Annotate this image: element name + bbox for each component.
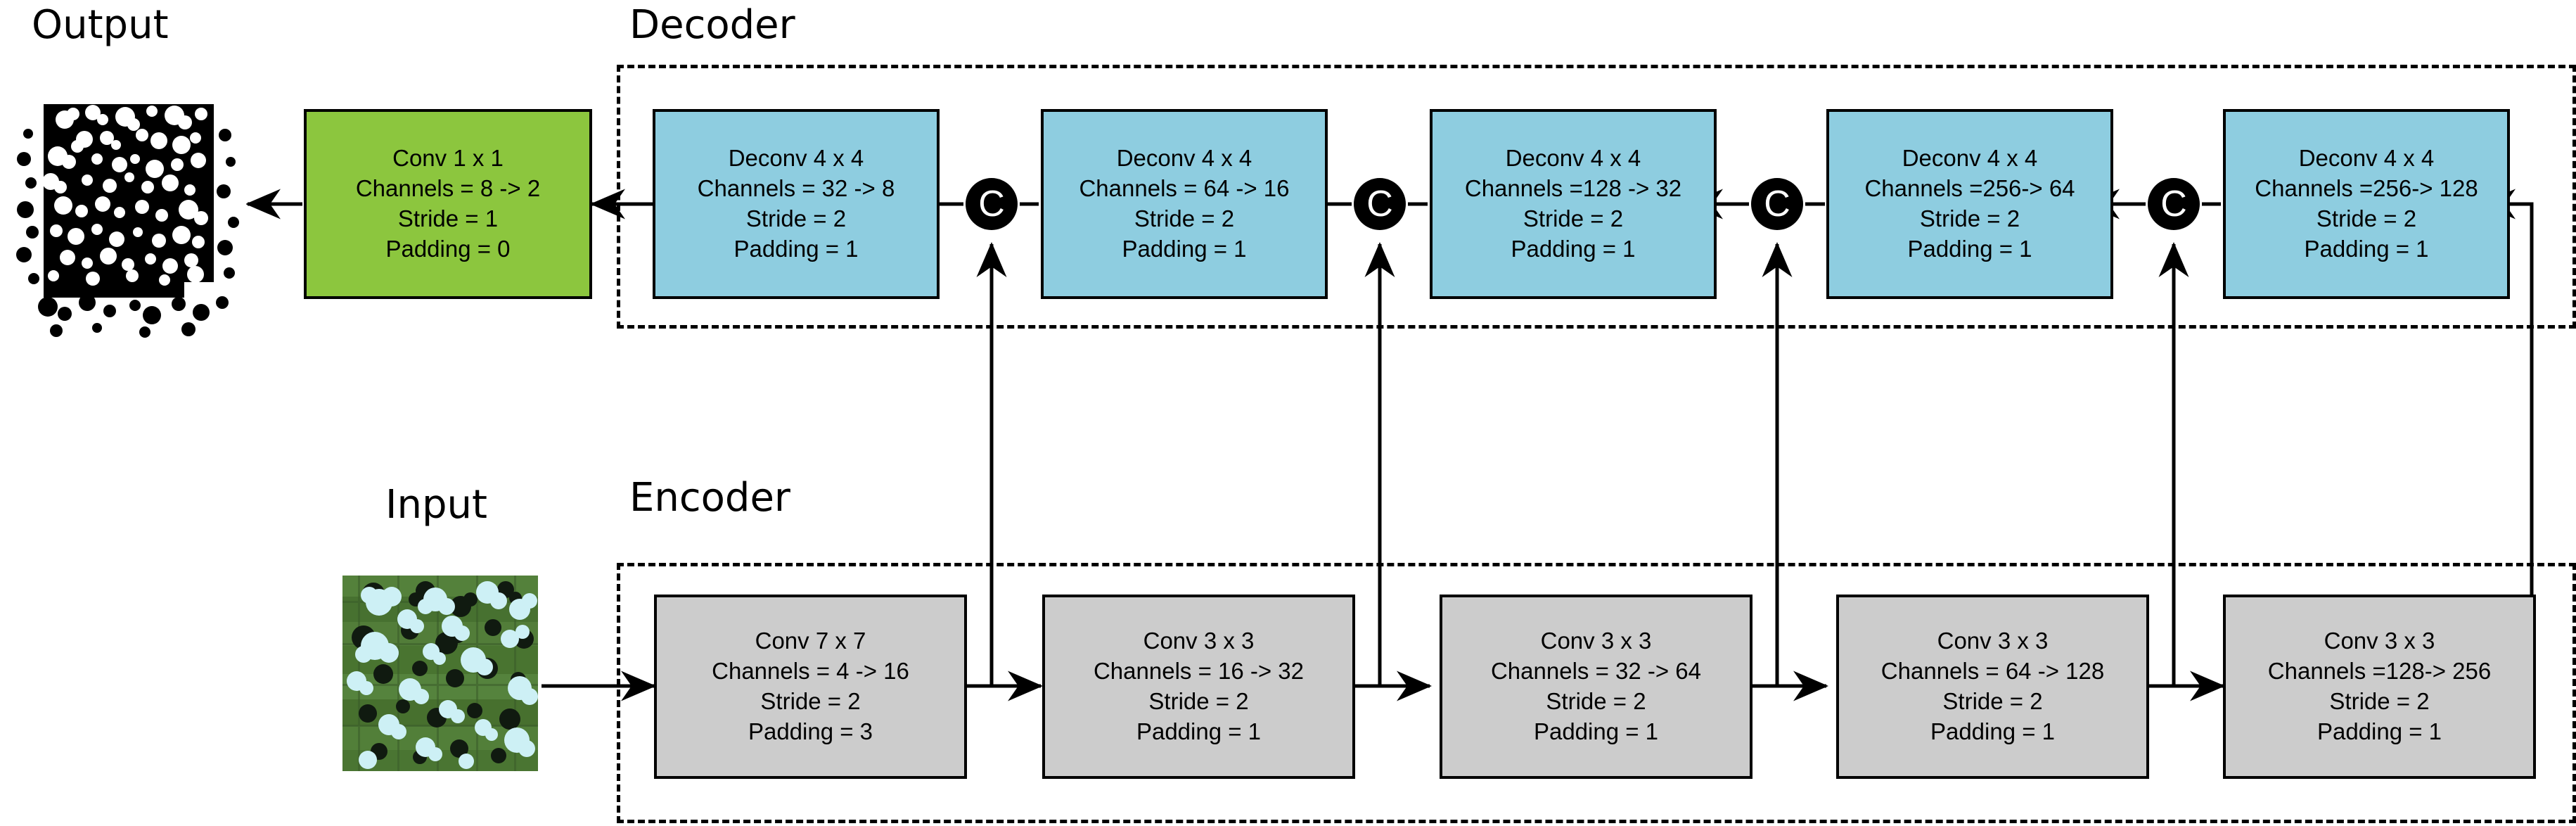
encoder-block-2[interactable]: Conv 3 x 3 Channels = 16 -> 32 Stride = … bbox=[1042, 595, 1355, 779]
decoder-block-2-padding: Padding = 1 bbox=[1122, 235, 1247, 262]
decoder-block-2-stride: Stride = 2 bbox=[1134, 205, 1235, 231]
decoder-block-5-channels: Channels =256-> 128 bbox=[2255, 175, 2478, 202]
encoder-block-1-op: Conv 7 x 7 bbox=[755, 628, 866, 654]
encoder-block-2-channels: Channels = 16 -> 32 bbox=[1093, 658, 1305, 685]
decoder-block-5-op: Deconv 4 x 4 bbox=[2298, 145, 2435, 172]
concat-node-4-symbol: C bbox=[2160, 184, 2187, 224]
encoder-block-1[interactable]: Conv 7 x 7 Channels = 4 -> 16 Stride = 2… bbox=[654, 595, 967, 779]
encoder-block-4-stride: Stride = 2 bbox=[1942, 688, 2043, 714]
conv-head-block[interactable]: Conv 1 x 1 Channels = 8 -> 2 Stride = 1 … bbox=[304, 109, 592, 299]
input-satellite-thumbnail bbox=[342, 576, 538, 771]
decoder-block-5[interactable]: Deconv 4 x 4 Channels =256-> 128 Stride … bbox=[2223, 109, 2510, 299]
encoder-block-5-stride: Stride = 2 bbox=[2329, 688, 2430, 714]
encoder-group-boundary bbox=[617, 563, 2576, 823]
encoder-block-5[interactable]: Conv 3 x 3 Channels =128-> 256 Stride = … bbox=[2223, 595, 2536, 779]
encoder-label: Encoder bbox=[629, 475, 790, 521]
decoder-group-right-edge bbox=[2532, 65, 2576, 329]
encoder-block-3-padding: Padding = 1 bbox=[1533, 718, 1659, 744]
encoder-block-1-channels: Channels = 4 -> 16 bbox=[712, 658, 909, 685]
encoder-block-1-padding: Padding = 3 bbox=[748, 718, 873, 744]
decoder-block-4-stride: Stride = 2 bbox=[1919, 205, 2020, 231]
decoder-block-3-channels: Channels =128 -> 32 bbox=[1464, 175, 1682, 202]
decoder-block-2[interactable]: Deconv 4 x 4 Channels = 64 -> 16 Stride … bbox=[1041, 109, 1328, 299]
decoder-block-1[interactable]: Deconv 4 x 4 Channels = 32 -> 8 Stride =… bbox=[653, 109, 940, 299]
conv-head-op: Conv 1 x 1 bbox=[392, 145, 504, 172]
encoder-block-2-stride: Stride = 2 bbox=[1148, 688, 1249, 714]
concat-node-1[interactable]: C bbox=[966, 178, 1018, 230]
conv-head-padding: Padding = 0 bbox=[385, 235, 511, 262]
decoder-block-2-channels: Channels = 64 -> 16 bbox=[1079, 175, 1290, 202]
decoder-block-1-stride: Stride = 2 bbox=[745, 205, 847, 231]
decoder-block-1-padding: Padding = 1 bbox=[733, 235, 859, 262]
decoder-block-3-padding: Padding = 1 bbox=[1511, 235, 1636, 262]
decoder-block-3-op: Deconv 4 x 4 bbox=[1505, 145, 1641, 172]
decoder-block-1-channels: Channels = 32 -> 8 bbox=[697, 175, 895, 202]
encoder-block-5-channels: Channels =128-> 256 bbox=[2267, 658, 2492, 685]
decoder-block-4[interactable]: Deconv 4 x 4 Channels =256-> 64 Stride =… bbox=[1826, 109, 2113, 299]
encoder-block-4-op: Conv 3 x 3 bbox=[1937, 628, 2049, 654]
encoder-block-5-op: Conv 3 x 3 bbox=[2324, 628, 2435, 654]
decoder-block-4-op: Deconv 4 x 4 bbox=[1902, 145, 2038, 172]
decoder-block-3-stride: Stride = 2 bbox=[1523, 205, 1624, 231]
decoder-block-5-padding: Padding = 1 bbox=[2304, 235, 2429, 262]
encoder-block-3-op: Conv 3 x 3 bbox=[1540, 628, 1652, 654]
encoder-block-2-padding: Padding = 1 bbox=[1136, 718, 1262, 744]
output-cloud-mask-thumbnail bbox=[14, 91, 246, 348]
concat-node-1-symbol: C bbox=[978, 184, 1005, 224]
encoder-group-right-edge bbox=[2532, 563, 2576, 823]
encoder-block-5-padding: Padding = 1 bbox=[2317, 718, 2442, 744]
conv-head-stride: Stride = 1 bbox=[397, 205, 499, 231]
encoder-block-3-stride: Stride = 2 bbox=[1546, 688, 1646, 714]
encoder-block-3[interactable]: Conv 3 x 3 Channels = 32 -> 64 Stride = … bbox=[1440, 595, 1752, 779]
decoder-label: Decoder bbox=[629, 2, 795, 48]
decoder-block-4-channels: Channels =256-> 64 bbox=[1864, 175, 2075, 202]
encoder-block-2-op: Conv 3 x 3 bbox=[1143, 628, 1255, 654]
concat-node-2[interactable]: C bbox=[1354, 178, 1406, 230]
encoder-block-4[interactable]: Conv 3 x 3 Channels = 64 -> 128 Stride =… bbox=[1836, 595, 2149, 779]
decoder-block-1-op: Deconv 4 x 4 bbox=[728, 145, 864, 172]
decoder-block-5-stride: Stride = 2 bbox=[2316, 205, 2417, 231]
conv-head-channels: Channels = 8 -> 2 bbox=[355, 175, 541, 202]
concat-node-3[interactable]: C bbox=[1751, 178, 1803, 230]
concat-node-2-symbol: C bbox=[1366, 184, 1393, 224]
encoder-block-1-stride: Stride = 2 bbox=[760, 688, 861, 714]
encoder-block-3-channels: Channels = 32 -> 64 bbox=[1490, 658, 1702, 685]
decoder-block-3[interactable]: Deconv 4 x 4 Channels =128 -> 32 Stride … bbox=[1430, 109, 1717, 299]
concat-node-3-symbol: C bbox=[1764, 184, 1790, 224]
concat-node-4[interactable]: C bbox=[2148, 178, 2200, 230]
output-label: Output bbox=[32, 2, 169, 48]
decoder-block-4-padding: Padding = 1 bbox=[1907, 235, 2032, 262]
decoder-block-2-op: Deconv 4 x 4 bbox=[1116, 145, 1252, 172]
input-label: Input bbox=[385, 482, 488, 528]
encoder-block-4-channels: Channels = 64 -> 128 bbox=[1880, 658, 2105, 685]
encoder-block-4-padding: Padding = 1 bbox=[1930, 718, 2056, 744]
